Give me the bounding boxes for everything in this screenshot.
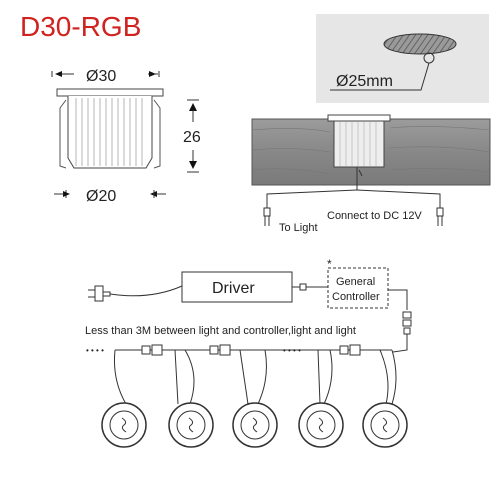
ellipsis-left: • • • • (86, 346, 104, 355)
install-section (251, 114, 491, 226)
distance-note: Less than 3M between light and controlle… (85, 325, 356, 337)
light-1 (101, 402, 147, 448)
controller-asterisk: * (327, 257, 332, 271)
wiring-diagram (88, 267, 412, 405)
controller-label-line1: General (336, 276, 375, 288)
to-light-label: To Light (279, 222, 318, 234)
driver-box (181, 271, 293, 303)
light-5 (362, 402, 408, 448)
ellipsis-middle: • • • • (283, 346, 301, 355)
connect-dc-label: Connect to DC 12V (327, 210, 422, 222)
driver-label: Driver (212, 280, 255, 297)
top-diameter-label: Ø30 (86, 68, 116, 85)
product-title: D30-RGB (20, 11, 141, 42)
light-4 (298, 402, 344, 448)
dimension-drawing (51, 71, 199, 198)
controller-box (327, 267, 389, 309)
cutout-diameter-label: Ø25mm (336, 73, 393, 90)
light-3 (232, 402, 278, 448)
controller-label-line2: Controller (332, 291, 380, 303)
cutout-panel (316, 14, 489, 103)
light-2 (168, 402, 214, 448)
cutout-hole (383, 33, 457, 55)
height-label: 26 (183, 129, 201, 146)
bottom-diameter-label: Ø20 (86, 188, 116, 205)
